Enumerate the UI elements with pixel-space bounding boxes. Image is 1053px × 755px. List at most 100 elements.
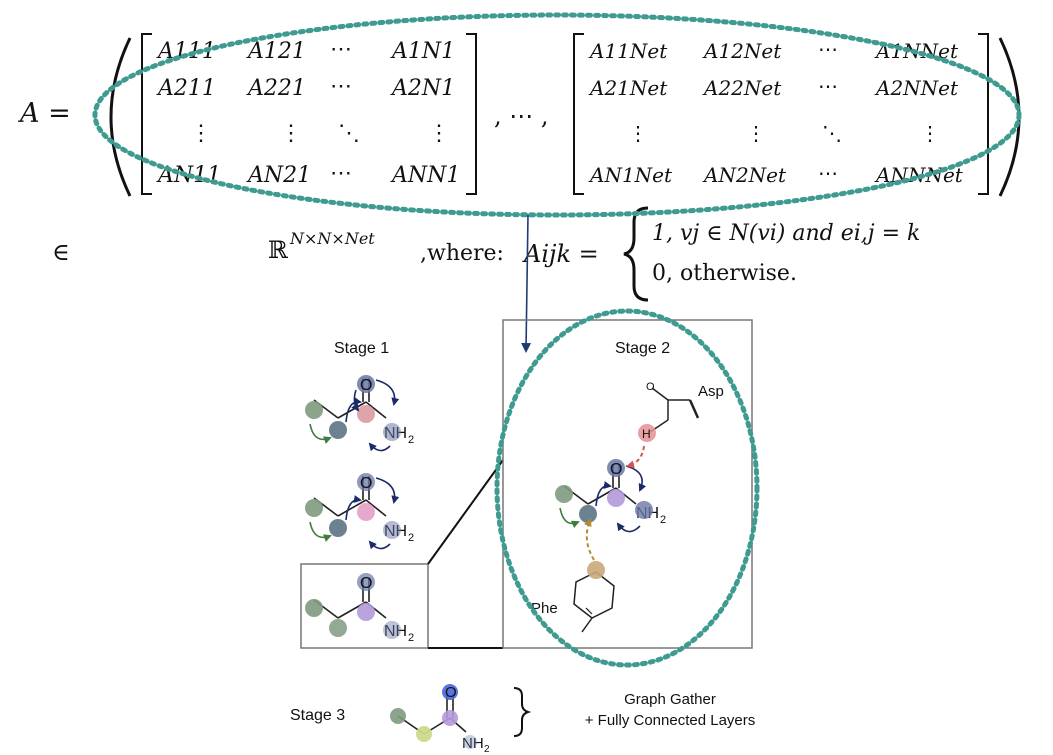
- lhs-label: A =: [17, 98, 71, 129]
- m2-cell: ⋮: [920, 121, 940, 145]
- case-one: 1, vj ∈ N(vi) and ei,j = k: [652, 221, 920, 246]
- message-arrow: [368, 540, 391, 550]
- node-purple: [442, 710, 458, 726]
- message-arrow-green: [309, 423, 332, 444]
- node-amine: [463, 735, 477, 749]
- node-amine: [383, 521, 401, 539]
- node-blue: [329, 619, 347, 637]
- node-tan: [587, 561, 605, 579]
- oxygen-label: O: [360, 575, 372, 592]
- node-oxygen: [357, 375, 375, 393]
- node-yellow: [416, 726, 432, 742]
- cases-brace: [623, 206, 649, 302]
- stage1-molecule-c: O NH 2: [305, 573, 414, 644]
- matrix2-bracket-right: [978, 33, 989, 195]
- m2-cell: ⋯: [818, 74, 838, 98]
- node-green: [555, 485, 573, 503]
- amine-label: NH: [462, 735, 484, 752]
- stage1-molecule-a: O NH 2: [305, 375, 414, 452]
- m2-cell: A21Net: [588, 76, 668, 100]
- graph-gather-label: Graph Gather: [624, 691, 716, 708]
- oxygen-label: O: [610, 461, 622, 478]
- message-arrow: [345, 495, 362, 521]
- amine-subscript: 2: [484, 744, 490, 755]
- m2-cell: ⋯: [818, 37, 838, 61]
- phe-residue: Phe: [531, 561, 615, 633]
- node-green: [390, 708, 406, 724]
- m1-cell: A211: [156, 76, 216, 101]
- asp-oxygen: O: [646, 381, 655, 393]
- phe-interaction-arrow: [584, 518, 595, 561]
- stage2-highlight-ellipse: [494, 308, 760, 668]
- matrix1: A111 A121 ⋯ A1N1 A211 A221 ⋯ A2N1 ⋮ ⋮ ⋱ …: [156, 37, 460, 188]
- node-blue: [329, 519, 347, 537]
- m1-cell: A2N1: [390, 76, 455, 101]
- stage2-box: [502, 319, 753, 649]
- m2-cell: ⋮: [746, 121, 766, 145]
- m1-cell: A121: [246, 39, 306, 64]
- m1-cell: ⋯: [330, 74, 352, 99]
- m1-cell: ⋯: [330, 37, 352, 62]
- m2-cell: A12Net: [702, 39, 782, 63]
- m2-cell: A11Net: [588, 39, 668, 63]
- message-arrow: [345, 397, 362, 423]
- message-arrow-green: [309, 521, 332, 542]
- m2-cell: AN1Net: [588, 163, 673, 187]
- amine-label: NH: [384, 623, 407, 640]
- m1-cell: ⋮: [280, 121, 302, 146]
- node-blue: [329, 421, 347, 439]
- message-arrow: [625, 465, 647, 492]
- message-arrow: [351, 389, 360, 412]
- m1-cell: ⋮: [190, 121, 212, 146]
- stage2-label: Stage 2: [615, 340, 670, 357]
- m2-cell: AN2Net: [702, 163, 787, 187]
- stage1-label: Stage 1: [334, 340, 389, 357]
- element-of-symbol: ∈: [52, 238, 70, 266]
- oxygen-label: O: [360, 377, 372, 394]
- amine-subscript: 2: [660, 514, 666, 526]
- node-purple: [357, 603, 375, 621]
- m1-cell: ⋯: [330, 161, 352, 186]
- m1-cell: AN21: [246, 163, 311, 188]
- node-oxygen: [607, 459, 625, 477]
- node-purple: [607, 489, 625, 507]
- fc-layers-label: + Fully Connected Layers: [585, 712, 756, 729]
- stage2-molecule: O NH 2: [555, 459, 666, 533]
- matrix2: A11Net A12Net ⋯ A1NNet A21Net A22Net ⋯ A…: [588, 37, 964, 187]
- matrix-highlight-ellipse: [92, 12, 1022, 218]
- m2-cell: A22Net: [702, 76, 782, 100]
- stage3-label: Stage 3: [290, 707, 345, 724]
- stage1-zoom-box: [300, 563, 429, 649]
- stage3-molecule: O NH 2: [390, 684, 490, 755]
- m2-cell: ⋮: [628, 121, 648, 145]
- real-space-exponent: N×N×Net: [289, 229, 375, 248]
- zoom-line-top: [427, 459, 504, 565]
- m1-cell: ANN1: [390, 163, 460, 188]
- node-green: [305, 599, 323, 617]
- oxygen-label: O: [360, 475, 372, 492]
- matrix1-bracket-left: [141, 33, 152, 195]
- amine-subscript: 2: [408, 434, 414, 446]
- message-arrow-green: [559, 507, 580, 529]
- outer-paren-left: [109, 37, 132, 197]
- asp-residue: O H Asp: [638, 381, 724, 442]
- stage1-molecule-b: O NH 2: [305, 473, 414, 550]
- aijk-label: Aijk =: [522, 240, 599, 268]
- node-oxygen: [357, 473, 375, 491]
- adjacency-equation: A = A111 A121 ⋯ A1N1 A211 A221 ⋯ A2N1 ⋮ …: [17, 33, 1021, 302]
- hydroxyl-label: H: [642, 427, 651, 441]
- oxygen-label: O: [445, 684, 457, 701]
- m1-cell: ⋮: [428, 121, 450, 146]
- node-oxygen: [442, 684, 458, 700]
- node-pink: [357, 405, 375, 423]
- node-oxygen: [357, 573, 375, 591]
- message-arrow: [595, 481, 612, 507]
- node-amine: [635, 501, 653, 519]
- node-pink: [357, 503, 375, 521]
- phe-label: Phe: [531, 600, 558, 617]
- real-space: ℝ: [268, 236, 289, 264]
- message-arrow: [375, 477, 400, 504]
- node-green: [305, 401, 323, 419]
- node-amine: [383, 621, 401, 639]
